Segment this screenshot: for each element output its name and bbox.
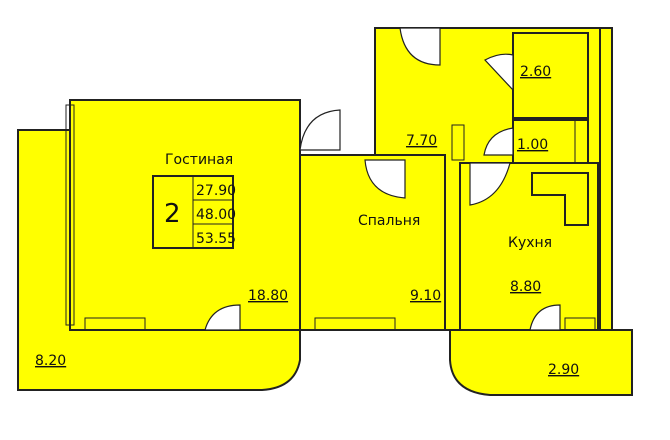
right-balcony-area: 2.90	[548, 362, 579, 378]
bathroom	[512, 32, 589, 119]
bedroom	[299, 154, 446, 331]
kitchen-area: 8.80	[510, 279, 541, 295]
area-summary-box: 2 27.90 48.00 53.55	[152, 175, 236, 249]
wc-door[interactable]	[483, 127, 514, 156]
entrance-door[interactable]	[399, 27, 441, 66]
bedroom-name: Спальня	[358, 213, 420, 229]
window-bottom-kitchen	[564, 317, 596, 331]
right-balcony	[449, 329, 633, 396]
living-door[interactable]	[299, 109, 341, 151]
bedroom-area: 9.10	[410, 288, 441, 304]
living-balcony-door[interactable]	[204, 304, 241, 331]
wc-area: 1.00	[517, 137, 548, 153]
kitchen-door[interactable]	[469, 162, 511, 206]
bedroom-door[interactable]	[364, 159, 406, 199]
rooms-count: 2	[164, 199, 181, 229]
window-bottom-bedroom	[314, 317, 396, 331]
hallway-area: 7.70	[406, 133, 437, 149]
living-room-area: 18.80	[248, 288, 288, 304]
living-area: 27.90	[196, 183, 236, 199]
window-bottom-living	[84, 317, 146, 331]
kitchen-counter	[531, 172, 589, 226]
living-room-name: Гостиная	[165, 152, 233, 168]
left-balcony-area: 8.20	[35, 353, 66, 369]
total-area: 48.00	[196, 207, 236, 223]
kitchen-balcony-door[interactable]	[529, 304, 561, 331]
kitchen-name: Кухня	[508, 235, 552, 251]
bathroom-area: 2.60	[520, 64, 551, 80]
hall-cabinet	[451, 124, 465, 161]
bathroom-door[interactable]	[484, 53, 514, 92]
window-left	[65, 104, 75, 326]
total-with-balcony: 53.55	[196, 231, 236, 247]
